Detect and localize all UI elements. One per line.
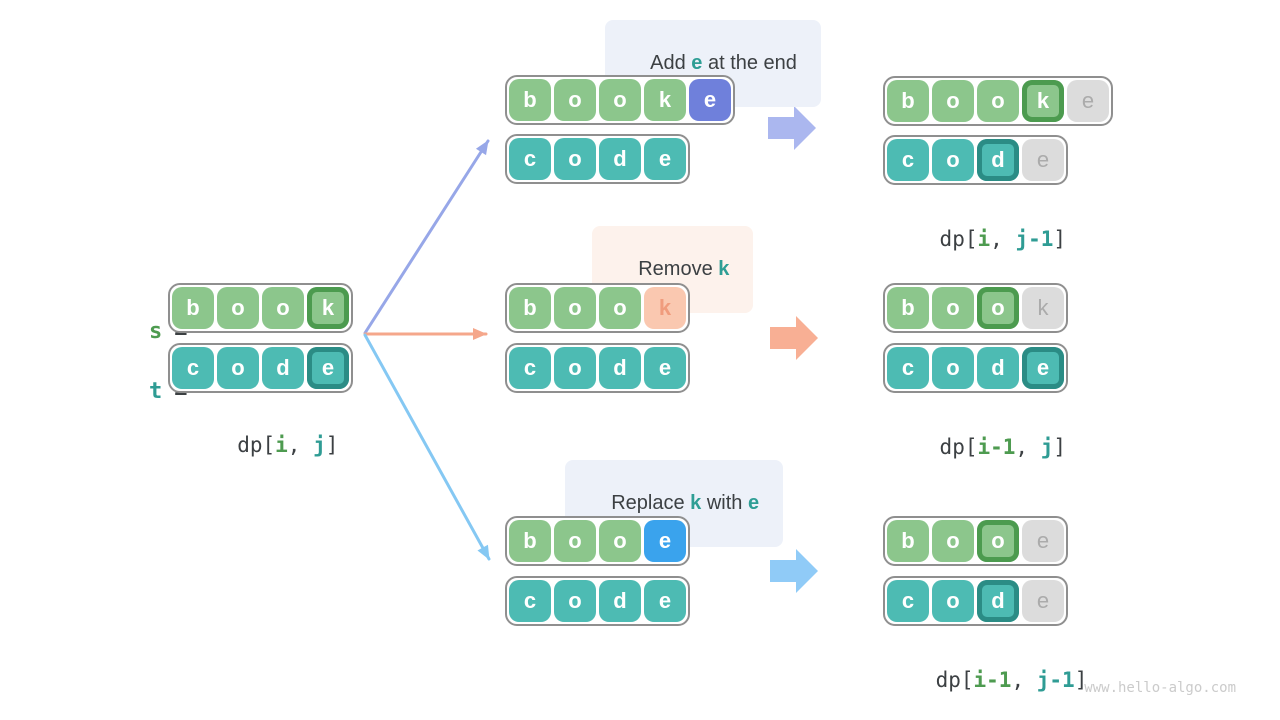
char-cell-b: b [887,80,929,122]
char-cell-k: k [307,287,349,329]
char-cell-b: b [172,287,214,329]
char-cell-e: e [1022,580,1064,622]
char-cell-o: o [932,80,974,122]
char-cell-o: o [554,79,596,121]
char-cell-e: e [307,347,349,389]
char-cell-o: o [554,347,596,389]
char-cell-c: c [509,580,551,622]
char-cell-c: c [172,347,214,389]
char-cell-d: d [977,580,1019,622]
char-cell-o: o [217,347,259,389]
remove-result-block-arrow [770,316,818,360]
char-cell-d: d [262,347,304,389]
char-cell-o: o [554,138,596,180]
char-cell-b: b [509,79,551,121]
char-cell-b: b [887,520,929,562]
char-cell-o: o [977,287,1019,329]
char-cell-e: e [644,520,686,562]
char-cell-b: b [509,520,551,562]
char-cell-o: o [977,520,1019,562]
char-cell-c: c [887,139,929,181]
char-cell-c: c [887,347,929,389]
char-cell-b: b [509,287,551,329]
char-cell-k: k [1022,80,1064,122]
char-cell-e: e [644,347,686,389]
char-cell-e: e [1022,347,1064,389]
dp-label-remove: dp[i-1, j] [939,435,1067,459]
char-cell-e: e [1022,520,1064,562]
char-cell-c: c [887,580,929,622]
char-cell-c: c [509,138,551,180]
replace-branch-arrow [363,333,491,561]
char-cell-d: d [977,347,1019,389]
char-cell-o: o [932,520,974,562]
dp-label-replace: dp[i-1, j-1] [935,668,1088,692]
char-cell-o: o [262,287,304,329]
dp-label-add: dp[i, j-1] [939,227,1067,251]
dp-label-source: dp[i, j] [237,433,339,457]
char-cell-d: d [977,139,1019,181]
char-cell-o: o [932,580,974,622]
char-cell-o: o [217,287,259,329]
char-cell-o: o [554,287,596,329]
char-cell-d: d [599,347,641,389]
add-result-block-arrow [768,106,816,150]
char-cell-o: o [599,79,641,121]
watermark: www.hello-algo.com [1084,680,1236,696]
char-cell-e: e [1067,80,1109,122]
char-cell-o: o [932,347,974,389]
char-cell-o: o [932,139,974,181]
char-cell-o: o [554,520,596,562]
char-cell-k: k [1022,287,1064,329]
char-cell-o: o [554,580,596,622]
char-cell-o: o [977,80,1019,122]
t-variable-name: t [148,379,163,404]
char-cell-k: k [644,287,686,329]
s-variable-name: s [148,319,163,344]
char-cell-e: e [644,138,686,180]
char-cell-o: o [599,520,641,562]
char-cell-d: d [599,580,641,622]
char-cell-o: o [932,287,974,329]
char-cell-e: e [689,79,731,121]
char-cell-e: e [1022,139,1064,181]
char-cell-b: b [887,287,929,329]
char-cell-k: k [644,79,686,121]
char-cell-o: o [599,287,641,329]
char-cell-d: d [599,138,641,180]
add-branch-arrow [363,139,490,335]
char-cell-c: c [509,347,551,389]
char-cell-e: e [644,580,686,622]
replace-result-block-arrow [770,549,818,593]
